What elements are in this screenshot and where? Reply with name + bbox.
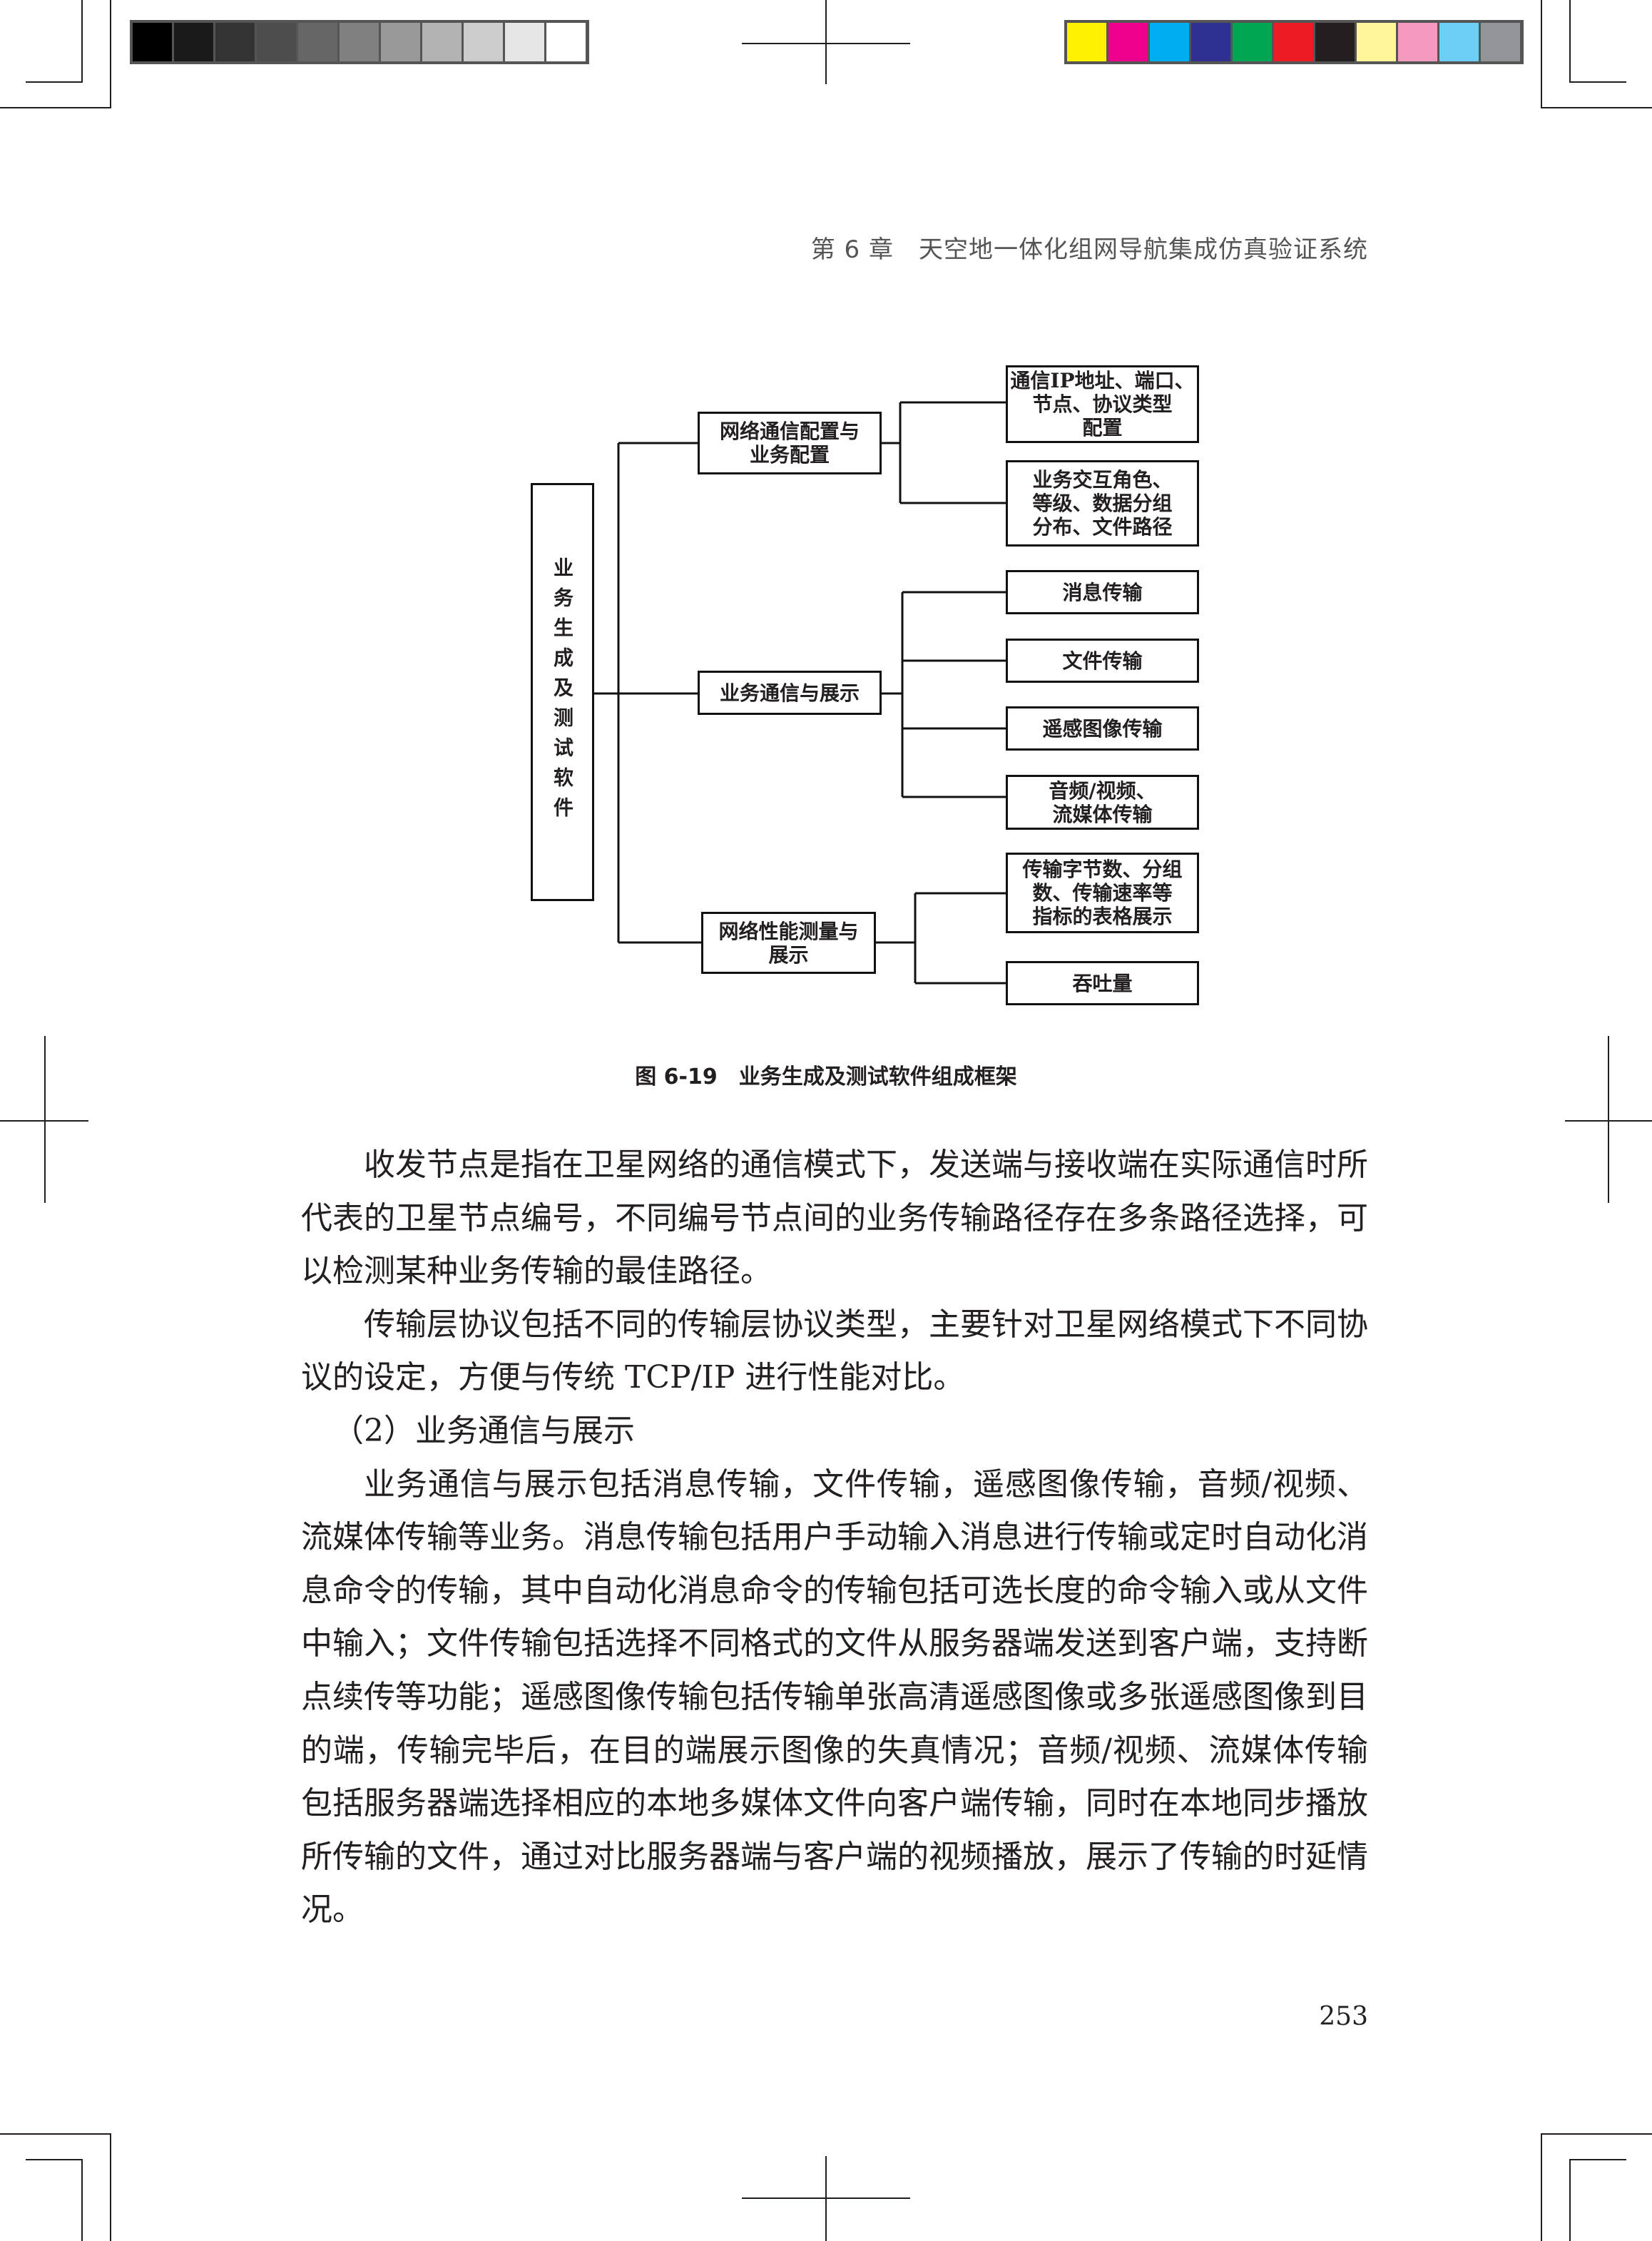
branch-network-config: 网络通信配置与业务配置 [698, 412, 882, 474]
body-text: 收发节点是指在卫星网络的通信模式下，发送端与接收端在实际通信时所代表的卫星节点编… [301, 1139, 1368, 1937]
color-swatch [174, 23, 213, 61]
leaf-node: 消息传输 [1006, 570, 1199, 614]
color-swatch [298, 23, 337, 61]
running-header: 第 6 章 天空地一体化组网导航集成仿真验证系统 [810, 235, 1368, 264]
leaf-node: 遥感图像传输 [1006, 706, 1199, 751]
leaf-node: 吞吐量 [1006, 961, 1199, 1005]
paragraph: 收发节点是指在卫星网络的通信模式下，发送端与接收端在实际通信时所代表的卫星节点编… [301, 1147, 1368, 1290]
page-number: 253 [1319, 2002, 1368, 2031]
color-swatch [133, 23, 172, 61]
leaf-node: 通信IP地址、端口、节点、协议类型配置 [1006, 365, 1199, 443]
color-swatch [381, 23, 420, 61]
color-swatch [1191, 23, 1230, 61]
color-swatch [505, 23, 544, 61]
color-swatch [1357, 23, 1396, 61]
color-swatch [257, 23, 296, 61]
color-swatch [1108, 23, 1148, 61]
color-swatch [1398, 23, 1437, 61]
section-heading: （2）业务通信与展示 [332, 1412, 635, 1449]
color-swatch [1233, 23, 1272, 61]
figure-caption: 图 6-19 业务生成及测试软件组成框架 [635, 1064, 1017, 1089]
grayscale-calibration-bar [130, 20, 589, 64]
diagram-connectors [594, 401, 1006, 985]
paragraph: 业务通信与展示包括消息传输，文件传输，遥感图像传输，音频/视频、流媒体传输等业务… [301, 1465, 1368, 1929]
color-swatch [422, 23, 462, 61]
paragraph: 传输层协议包括不同的传输层协议类型，主要针对卫星网络模式下不同协议的设定，方便与… [301, 1306, 1368, 1396]
leaf-node: 业务交互角色、等级、数据分组分布、文件路径 [1006, 460, 1199, 547]
color-swatch [215, 23, 255, 61]
leaf-node: 文件传输 [1006, 639, 1199, 683]
leaf-node: 音频/视频、流媒体传输 [1006, 775, 1199, 830]
color-swatch [1481, 23, 1520, 61]
branch-performance: 网络性能测量与展示 [701, 912, 876, 974]
color-swatch [464, 23, 503, 61]
color-swatch [546, 23, 586, 61]
branch-service-comm: 业务通信与展示 [698, 671, 882, 715]
color-swatch [1439, 23, 1479, 61]
color-swatch [340, 23, 379, 61]
color-calibration-bar [1064, 20, 1524, 64]
color-swatch [1315, 23, 1355, 61]
color-swatch [1067, 23, 1106, 61]
leaf-node: 传输字节数、分组数、传输速率等指标的表格展示 [1006, 853, 1199, 933]
root-node: 业务生成及测试软件 [531, 483, 594, 901]
color-swatch [1274, 23, 1313, 61]
color-swatch [1150, 23, 1189, 61]
